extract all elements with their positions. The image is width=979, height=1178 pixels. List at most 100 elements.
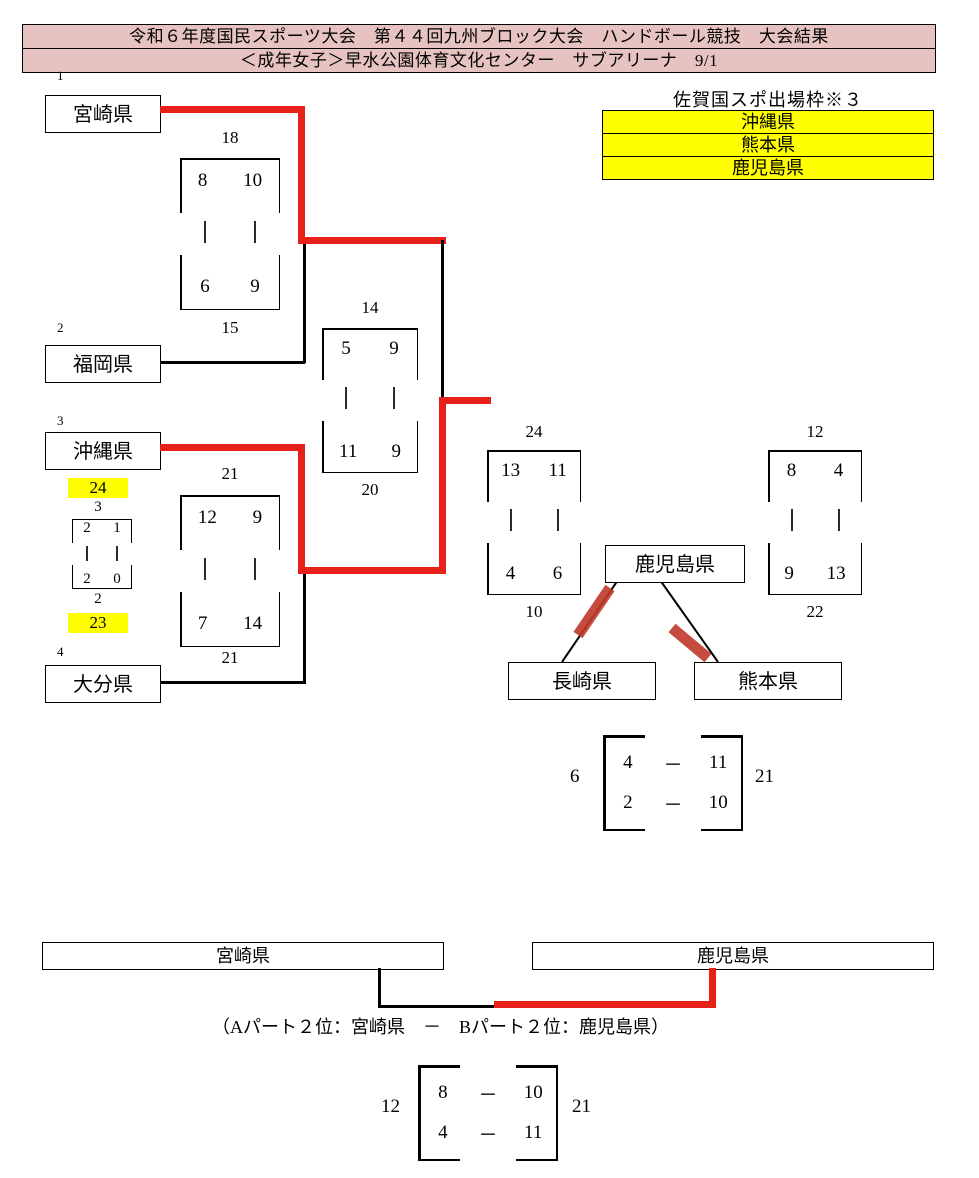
rg-right-h1-bottom: 9 <box>784 563 794 584</box>
qf2-h1-top: 12 <box>197 507 217 528</box>
team-box-oita: 大分県 <box>45 665 161 703</box>
qf2-h2-top: 9 <box>252 507 263 528</box>
rg-left-divider <box>487 504 581 536</box>
rg-left-bottom-total: 10 <box>525 602 543 621</box>
rg-right-h2-top: 4 <box>833 460 844 481</box>
qf1-top-total: 18 <box>221 128 239 147</box>
tiebreak-divider <box>72 546 132 561</box>
qualification-title: 佐賀国スポ出場枠※３ <box>673 90 863 110</box>
qualified-team-2: 熊本県 <box>602 134 934 157</box>
tri-score-r1-dash: － <box>663 754 683 776</box>
tri-score-r1-left: 4 <box>623 752 633 773</box>
playoff-box-right: 鹿児島県 <box>532 942 934 970</box>
tri-score-r2-left: 2 <box>623 792 633 813</box>
rg-left-h1-bottom: 4 <box>505 563 516 584</box>
team-box-nagasaki: 長崎県 <box>508 662 656 700</box>
tiebreak-top-highlight: 24 <box>68 478 128 498</box>
seed-number-3: 3 <box>57 413 64 428</box>
tri-score-r2-right: 10 <box>708 792 728 813</box>
tiebreak-h2-bottom: 0 <box>113 571 121 587</box>
tiebreak-bottom-total: 2 <box>94 591 102 607</box>
team-box-okinawa: 沖縄県 <box>45 432 161 470</box>
team-box-kagoshima-triangle: 鹿児島県 <box>605 545 745 583</box>
qf2-top-total: 21 <box>221 464 239 483</box>
tiebreak-h1-top: 2 <box>83 520 91 536</box>
tri-score-r2-dash: － <box>663 794 683 816</box>
tiebreak-h1-bottom: 2 <box>83 571 91 587</box>
team-box-miyazaki: 宮崎県 <box>45 95 161 133</box>
line-oita <box>160 681 305 684</box>
semi-h2-top: 9 <box>389 338 399 359</box>
tri-score-r1-right: 11 <box>709 752 728 773</box>
playoff-score-r1-left: 8 <box>438 1082 448 1103</box>
playoff-line-bottom-left <box>378 1005 498 1008</box>
qf2-divider <box>180 553 280 585</box>
qf1-h2-top: 10 <box>243 170 263 191</box>
line-oita-up <box>303 574 306 684</box>
semi-top-total: 14 <box>361 298 379 317</box>
line-semi-bottom <box>298 567 446 574</box>
tiebreak-bottom-highlight: 23 <box>68 613 128 633</box>
semi-h2-bottom: 9 <box>391 441 401 462</box>
semi-h1-top: 5 <box>341 338 351 359</box>
qualification-panel: 佐賀国スポ出場枠※３ 沖縄県 熊本県 鹿児島県 <box>602 86 934 180</box>
playoff-line-winner <box>494 1001 716 1008</box>
playoff-line-left-down <box>378 968 381 1007</box>
qf1-h1-top: 8 <box>197 170 208 191</box>
tri-score-left-total: 6 <box>570 766 580 787</box>
tri-score-right-total: 21 <box>755 766 774 787</box>
qf1-h1-bottom: 6 <box>200 276 210 297</box>
playoff-caption: （Aパート２位：宮崎県 － Bパート２位：鹿児島県） <box>212 1017 670 1037</box>
seed-number-4: 4 <box>57 644 64 659</box>
rg-right-h2-bottom: 13 <box>826 563 846 584</box>
team-box-kumamoto: 熊本県 <box>694 662 842 700</box>
rg-left-top-total: 24 <box>525 422 543 441</box>
tiebreak-h2-top: 1 <box>113 520 121 536</box>
line-semi-top-down <box>441 240 444 400</box>
qf1-h2-bottom: 9 <box>250 276 260 297</box>
tiebreak-top-total: 3 <box>94 499 102 515</box>
rg-right-h1-top: 8 <box>786 460 797 481</box>
rg-left-h2-top: 11 <box>548 460 567 481</box>
semi-divider <box>322 382 418 414</box>
playoff-line-right-down <box>709 968 716 1008</box>
playoff-box-left: 宮崎県 <box>42 942 444 970</box>
title-header: 令和６年度国民スポーツ大会 第４４回九州ブロック大会 ハンドボール競技 大会結果… <box>22 24 936 73</box>
playoff-score-r2-left: 4 <box>438 1122 448 1143</box>
line-miyazaki-down <box>298 106 305 240</box>
qf2-bottom-total: 21 <box>221 648 239 667</box>
qf2-h1-bottom: 7 <box>197 613 208 634</box>
tri-score-box: 4 － 11 2 － 10 <box>603 735 743 831</box>
semi-bottom-total: 20 <box>361 480 379 499</box>
line-semi-riser <box>439 400 446 574</box>
header-line-2: ＜成年女子＞早水公園体育文化センター サブアリーナ 9/1 <box>23 48 935 72</box>
line-miyazaki-win <box>160 106 305 113</box>
line-bracket-winner-out <box>439 397 491 404</box>
playoff-score-box: 8 － 10 4 － 11 <box>418 1065 558 1161</box>
playoff-score-r2-right: 11 <box>524 1122 543 1143</box>
seed-number-1: 1 <box>57 68 64 83</box>
playoff-score-r2-dash: － <box>478 1124 498 1146</box>
playoff-score-right-total: 21 <box>572 1096 591 1117</box>
qf1-divider <box>180 216 280 248</box>
header-line-1: 令和６年度国民スポーツ大会 第４４回九州ブロック大会 ハンドボール競技 大会結果 <box>129 27 829 46</box>
qualified-team-1: 沖縄県 <box>602 110 934 134</box>
qf1-bottom-total: 15 <box>221 318 239 337</box>
playoff-score-r1-right: 10 <box>523 1082 543 1103</box>
qf2-h2-bottom: 14 <box>243 613 263 634</box>
line-okinawa-win <box>160 444 305 451</box>
rg-right-divider <box>768 504 862 536</box>
rg-left-h2-bottom: 6 <box>552 563 563 584</box>
line-semi-top <box>298 237 446 244</box>
team-box-fukuoka: 福岡県 <box>45 345 161 383</box>
line-fukuoka-up <box>303 240 306 363</box>
playoff-score-left-total: 12 <box>381 1096 400 1117</box>
qualified-team-3: 鹿児島県 <box>602 157 934 180</box>
line-okinawa-down <box>298 444 305 574</box>
semi-h1-bottom: 11 <box>339 441 358 462</box>
rg-right-top-total: 12 <box>806 422 824 441</box>
playoff-score-r1-dash: － <box>478 1084 498 1106</box>
rg-right-bottom-total: 22 <box>806 602 824 621</box>
rg-left-h1-top: 13 <box>501 460 521 481</box>
line-fukuoka <box>160 361 305 364</box>
